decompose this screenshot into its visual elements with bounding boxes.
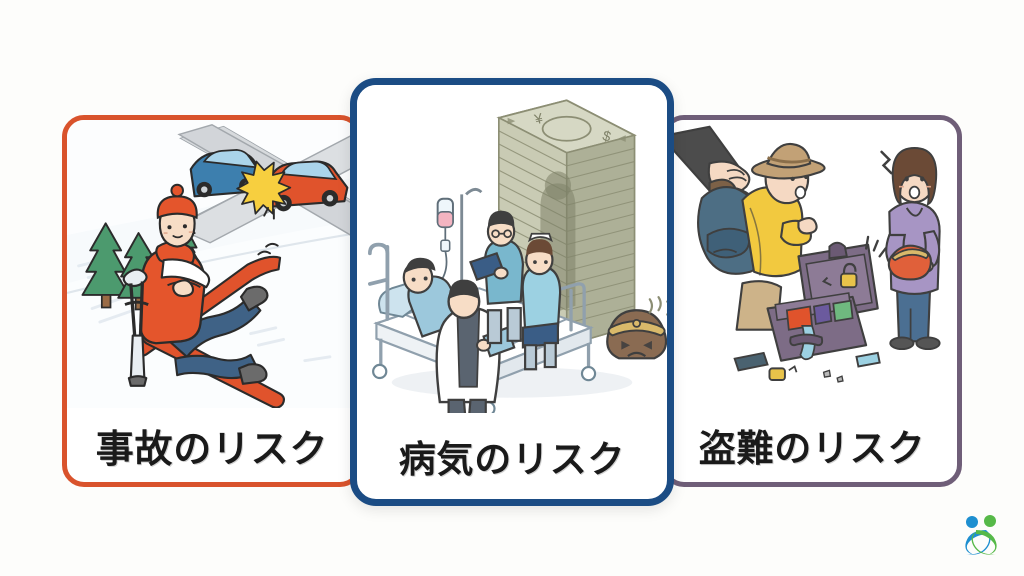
illness-illustration: ¥ $: [357, 85, 667, 413]
logo-head-green: [984, 515, 996, 527]
risk-card-theft[interactable]: 盗難のリスク: [662, 115, 962, 487]
risk-card-accident[interactable]: 事故のリスク: [62, 115, 362, 487]
accident-illustration: [67, 120, 357, 408]
logo-head-blue: [966, 516, 978, 528]
risk-card-illness[interactable]: ¥ $: [350, 78, 674, 506]
card-title-theft: 盗難のリスク: [698, 428, 926, 469]
two-people-swirl-logo: [956, 510, 1006, 560]
card-title-illness: 病気のリスク: [398, 439, 626, 480]
card-title-accident: 事故のリスク: [95, 428, 329, 471]
theft-illustration: [667, 120, 957, 408]
svg-text:¥: ¥: [532, 111, 545, 129]
